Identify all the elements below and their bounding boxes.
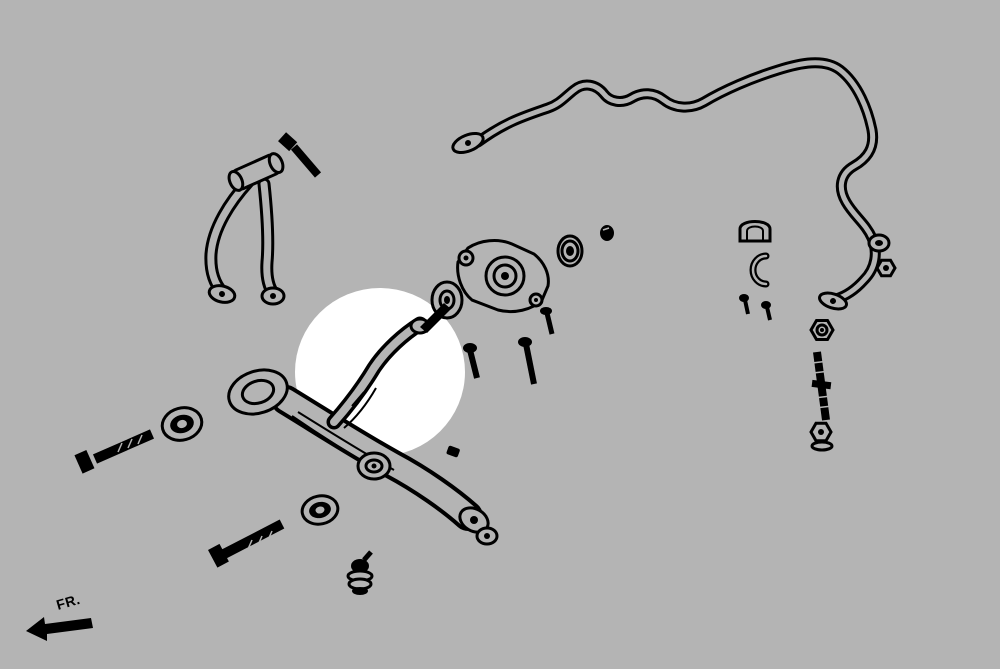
stabilizer-bushing-bracket (749, 252, 770, 288)
stabilizer-bar-left-eyelet (451, 131, 485, 155)
link-lock-nut (875, 258, 897, 278)
link-washer (867, 233, 891, 253)
lower-arm-front-bushing (160, 406, 204, 442)
ball-joint (346, 550, 374, 595)
bracket-screw-2 (761, 301, 772, 321)
fork-right-eyelet (260, 286, 286, 306)
rear-pivot-bolt (208, 519, 285, 568)
fork-top-bushing (227, 152, 285, 192)
stabilizer-bushing (738, 220, 772, 243)
center-nut (446, 445, 460, 458)
stabilizer-link-stud (811, 351, 833, 421)
front-pivot-bolt (74, 429, 155, 474)
stabilizer-bar-right-eyelet (818, 291, 848, 311)
lower-arm-rear-bushing (300, 494, 340, 526)
fr-label: FR. (54, 591, 82, 613)
lower-arm-end-plate (458, 506, 499, 546)
fr-arrow-icon (26, 617, 93, 641)
bracket-bolt-3 (540, 307, 555, 335)
upper-control-arm-fork (204, 152, 286, 306)
fork-left-eyelet (207, 284, 237, 304)
fork-mount-bolt (278, 132, 322, 178)
bracket-bolt-2 (518, 337, 537, 385)
bracket-bolt-1 (463, 343, 480, 379)
front-compliance-bracket (456, 239, 550, 314)
large-washer (556, 234, 584, 268)
lower-arm-eye-bushing (227, 368, 289, 416)
link-nut-lower (809, 421, 834, 452)
lower-arm-ball-stud (409, 303, 451, 335)
cap-nut (600, 225, 614, 241)
stabilizer-bar (451, 57, 881, 311)
link-nut-upper (809, 319, 835, 341)
lower-control-arm (227, 303, 499, 546)
fr-direction-indicator: FR. (26, 591, 93, 641)
lower-arm-mid-bushing (356, 451, 392, 481)
bracket-screw-1 (739, 294, 750, 315)
